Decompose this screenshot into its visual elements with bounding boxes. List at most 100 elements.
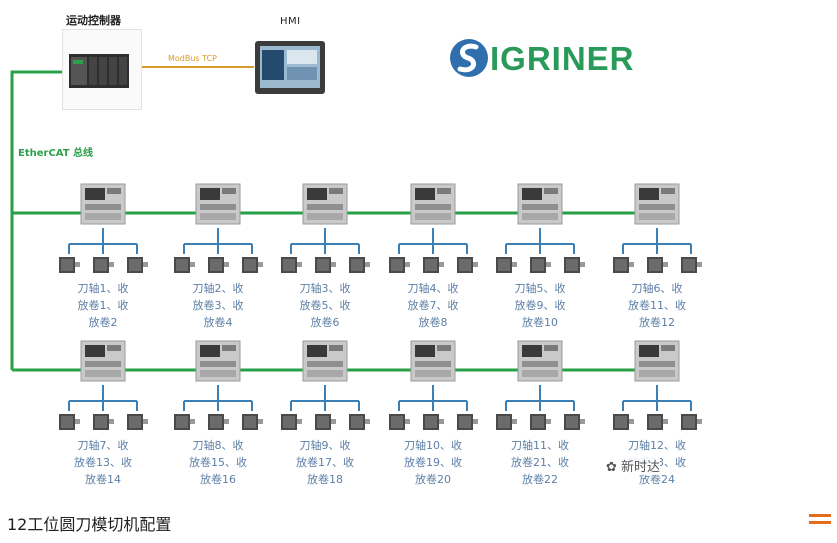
axis-label-line: 放卷8 [418, 316, 448, 329]
servo-motor-icon [494, 254, 518, 276]
axis-label-line: 放卷1、收 [77, 299, 129, 312]
axis-label-line: 刀轴10、收 [404, 439, 462, 452]
servo-drive [300, 180, 350, 228]
axis-label-line: 刀轴6、收 [631, 282, 683, 295]
axis-label: 刀轴4、收放卷7、收放卷8 [387, 280, 479, 331]
axis-label-line: 放卷20 [415, 473, 451, 486]
servo-drive-icon [302, 183, 348, 225]
axis-label-line: 放卷10 [522, 316, 558, 329]
servo-motor-icon [455, 254, 479, 276]
servo-drive [193, 180, 243, 228]
servo-drive [515, 337, 565, 385]
axis-label-line: 放卷5、收 [299, 299, 351, 312]
servo-drive-icon [80, 340, 126, 382]
servo-drive [632, 180, 682, 228]
servo-motor-icon [421, 254, 445, 276]
axis-label-line: 刀轴7、收 [77, 439, 129, 452]
servo-drive-icon [517, 183, 563, 225]
axis-label-line: 放卷22 [522, 473, 558, 486]
servo-drive [78, 337, 128, 385]
servo-motor-icon [679, 411, 703, 433]
servo-drive-icon [195, 340, 241, 382]
servo-motor-icon [562, 411, 586, 433]
servo-motor-icon [240, 411, 264, 433]
servo-motor-icon [611, 411, 635, 433]
servo-motor-icon [421, 411, 445, 433]
axis-label-line: 刀轴11、收 [511, 439, 569, 452]
axis-label-line: 刀轴1、收 [77, 282, 129, 295]
axis-label-line: 刀轴3、收 [299, 282, 351, 295]
axis-label: 刀轴10、收放卷19、收放卷20 [387, 437, 479, 488]
servo-motor-icon [57, 254, 81, 276]
servo-drive-icon [634, 183, 680, 225]
servo-drive [408, 337, 458, 385]
servo-motor-icon [91, 254, 115, 276]
servo-drive [408, 180, 458, 228]
axis-label-line: 刀轴4、收 [407, 282, 459, 295]
axis-label: 刀轴6、收放卷11、收放卷12 [611, 280, 703, 331]
servo-motor-icon [611, 254, 635, 276]
axis-label-line: 放卷19、收 [404, 456, 462, 469]
controller-label: 运动控制器 [66, 14, 121, 27]
hmi-screen-icon [255, 41, 325, 94]
axis-label-line: 刀轴12、收 [628, 439, 686, 452]
axis-label-line: 放卷11、收 [628, 299, 686, 312]
axis-label: 刀轴2、收放卷3、收放卷4 [172, 280, 264, 331]
brand-logo: IGRINER [490, 40, 635, 77]
servo-drive [78, 180, 128, 228]
servo-drive-icon [195, 183, 241, 225]
servo-motor-icon [125, 254, 149, 276]
axis-label-line: 放卷3、收 [192, 299, 244, 312]
servo-drive-icon [302, 340, 348, 382]
axis-label-line: 放卷24 [639, 473, 675, 486]
axis-label: 刀轴1、收放卷1、收放卷2 [57, 280, 149, 331]
figure-caption: 12工位圆刀模切机配置 [7, 515, 172, 534]
servo-drive-icon [410, 340, 456, 382]
servo-motor-icon [645, 411, 669, 433]
servo-motor-icon [57, 411, 81, 433]
servo-drive-icon [80, 183, 126, 225]
servo-drive-icon [410, 183, 456, 225]
axis-label-line: 放卷18 [307, 473, 343, 486]
menu-icon[interactable] [809, 514, 831, 526]
axis-label-line: 放卷17、收 [296, 456, 354, 469]
servo-motor-icon [206, 254, 230, 276]
servo-motor-icon [494, 411, 518, 433]
axis-label-line: 放卷14 [85, 473, 121, 486]
servo-motor-icon [528, 254, 552, 276]
servo-motor-icon [172, 411, 196, 433]
servo-motor-icon [313, 254, 337, 276]
axis-label-line: 放卷21、收 [511, 456, 569, 469]
servo-motor-icon [645, 254, 669, 276]
modbus-label: ModBus TCP [168, 54, 217, 63]
axis-label-line: 放卷6 [310, 316, 340, 329]
axis-label: 刀轴7、收放卷13、收放卷14 [57, 437, 149, 488]
servo-motor-icon [455, 411, 479, 433]
axis-label-line: 放卷16 [200, 473, 236, 486]
ethercat-trunk [10, 70, 62, 370]
servo-drive-icon [517, 340, 563, 382]
brand-s-icon [448, 37, 490, 79]
axis-label-line: 放卷15、收 [189, 456, 247, 469]
axis-label: 刀轴9、收放卷17、收放卷18 [279, 437, 371, 488]
axis-label-line: 放卷2 [88, 316, 118, 329]
axis-label-line: 刀轴2、收 [192, 282, 244, 295]
servo-motor-icon [528, 411, 552, 433]
hmi-device [254, 40, 326, 95]
servo-motor-icon [206, 411, 230, 433]
axis-label-line: 刀轴5、收 [514, 282, 566, 295]
servo-drive [193, 337, 243, 385]
servo-motor-icon [172, 254, 196, 276]
servo-drive [515, 180, 565, 228]
axis-label-line: 刀轴9、收 [299, 439, 351, 452]
hmi-label: HMI [280, 16, 301, 27]
ethercat-label: EtherCAT 总线 [18, 148, 94, 159]
axis-label-line: 刀轴8、收 [192, 439, 244, 452]
servo-motor-icon [387, 411, 411, 433]
servo-motor-icon [279, 254, 303, 276]
axis-label-line: 放卷7、收 [407, 299, 459, 312]
servo-motor-icon [125, 411, 149, 433]
servo-drive [632, 337, 682, 385]
servo-motor-icon [347, 254, 371, 276]
servo-motor-icon [279, 411, 303, 433]
